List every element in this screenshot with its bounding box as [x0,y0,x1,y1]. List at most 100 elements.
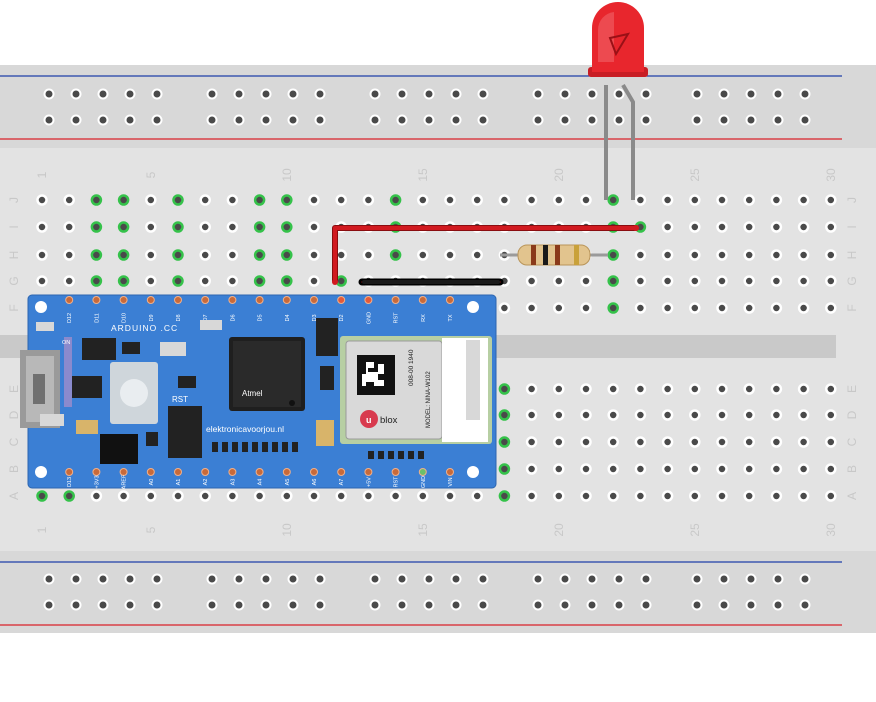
resistor-band [555,245,560,265]
module-model-label: MODEL: NINA-W102 [426,371,432,428]
header-pin-label: GND [366,312,372,324]
rail-hole [745,573,757,585]
rail-hole [477,88,489,100]
row-letter: F [7,304,21,311]
smd-resistor [222,442,228,452]
column-number-bottom: 15 [416,523,430,537]
rail-hole [43,573,55,585]
header-pin [146,296,155,304]
terminal-hole [580,275,592,287]
smd-resistor [388,451,394,459]
terminal-hole [689,302,701,314]
rail-hole [613,114,625,126]
terminal-hole [553,436,565,448]
terminal-hole [743,275,755,287]
header-pin [282,468,291,476]
terminal-hole [607,249,619,261]
rail-hole [559,114,571,126]
rail-hole [772,599,784,611]
header-pin [174,296,182,304]
terminal-hole [825,436,837,448]
terminal-hole [389,194,402,206]
terminal-hole [797,383,810,395]
terminal-hole [797,275,810,287]
terminal-hole [172,490,184,502]
terminal-hole [90,221,103,233]
terminal-hole [63,221,75,233]
rail-hole [772,114,784,126]
resistor-band [531,245,536,265]
smd-resistor [418,451,424,459]
rail-hole [559,88,571,100]
rail-hole [260,599,272,611]
rail-hole [718,114,730,126]
rail-hole [314,599,326,611]
terminal-hole [90,194,103,206]
terminal-hole [634,383,647,395]
terminal-hole [525,302,538,314]
smd-component [316,420,334,446]
header-pin [337,296,346,304]
terminal-hole [36,275,48,287]
rail-hole [260,573,272,585]
header-pin [119,296,128,304]
header-pin-label: D13 [67,477,73,487]
terminal-hole [825,383,837,395]
terminal-hole [825,249,837,261]
rail-hole [287,599,299,611]
terminal-hole [661,463,674,475]
terminal-hole [417,249,429,261]
header-pin-label: D2 [339,314,345,321]
column-number-top: 30 [824,168,838,182]
header-pin [391,468,400,476]
module-brand-label: blox [380,415,398,426]
smd-resistor [408,451,414,459]
rail-hole [586,573,598,585]
terminal-hole [797,194,810,206]
terminal-hole [281,275,293,287]
rail-hole [396,88,408,100]
power-chip [100,434,138,464]
rail-hole [799,573,811,585]
smd-chip [72,376,102,398]
rail-hole [287,114,299,126]
terminal-hole [716,463,728,475]
terminal-hole [498,463,511,475]
svg-text:u: u [366,415,372,425]
rail-hole [745,88,757,100]
rail-hole [718,573,730,585]
header-pin [119,468,128,476]
header-pin [310,468,318,476]
terminal-hole [689,194,701,206]
header-pin-label: +3V3 [94,476,100,489]
header-pin-label: A0 [149,479,155,486]
terminal-hole [362,249,375,261]
terminal-hole [580,409,592,421]
terminal-hole [743,463,755,475]
terminal-hole [471,194,483,206]
rail-hole [477,573,489,585]
terminal-hole [145,249,157,261]
terminal-hole [226,221,239,233]
terminal-hole [661,302,674,314]
terminal-hole [253,249,266,261]
header-pin [418,296,427,304]
header-pin [92,296,101,304]
header-pin [255,296,264,304]
header-pin-label: AREF [122,474,128,489]
terminal-hole [253,221,266,233]
rail-hole [799,599,811,611]
row-letter: G [845,276,859,285]
terminal-hole [716,436,728,448]
terminal-hole [634,275,647,287]
terminal-hole [199,194,211,206]
rail-hole [70,573,82,585]
rail-hole [640,599,652,611]
smd-resistor [272,442,278,452]
terminal-hole [580,463,592,475]
terminal-hole [36,490,48,502]
header-pin [228,468,237,476]
rail-hole [314,573,326,585]
